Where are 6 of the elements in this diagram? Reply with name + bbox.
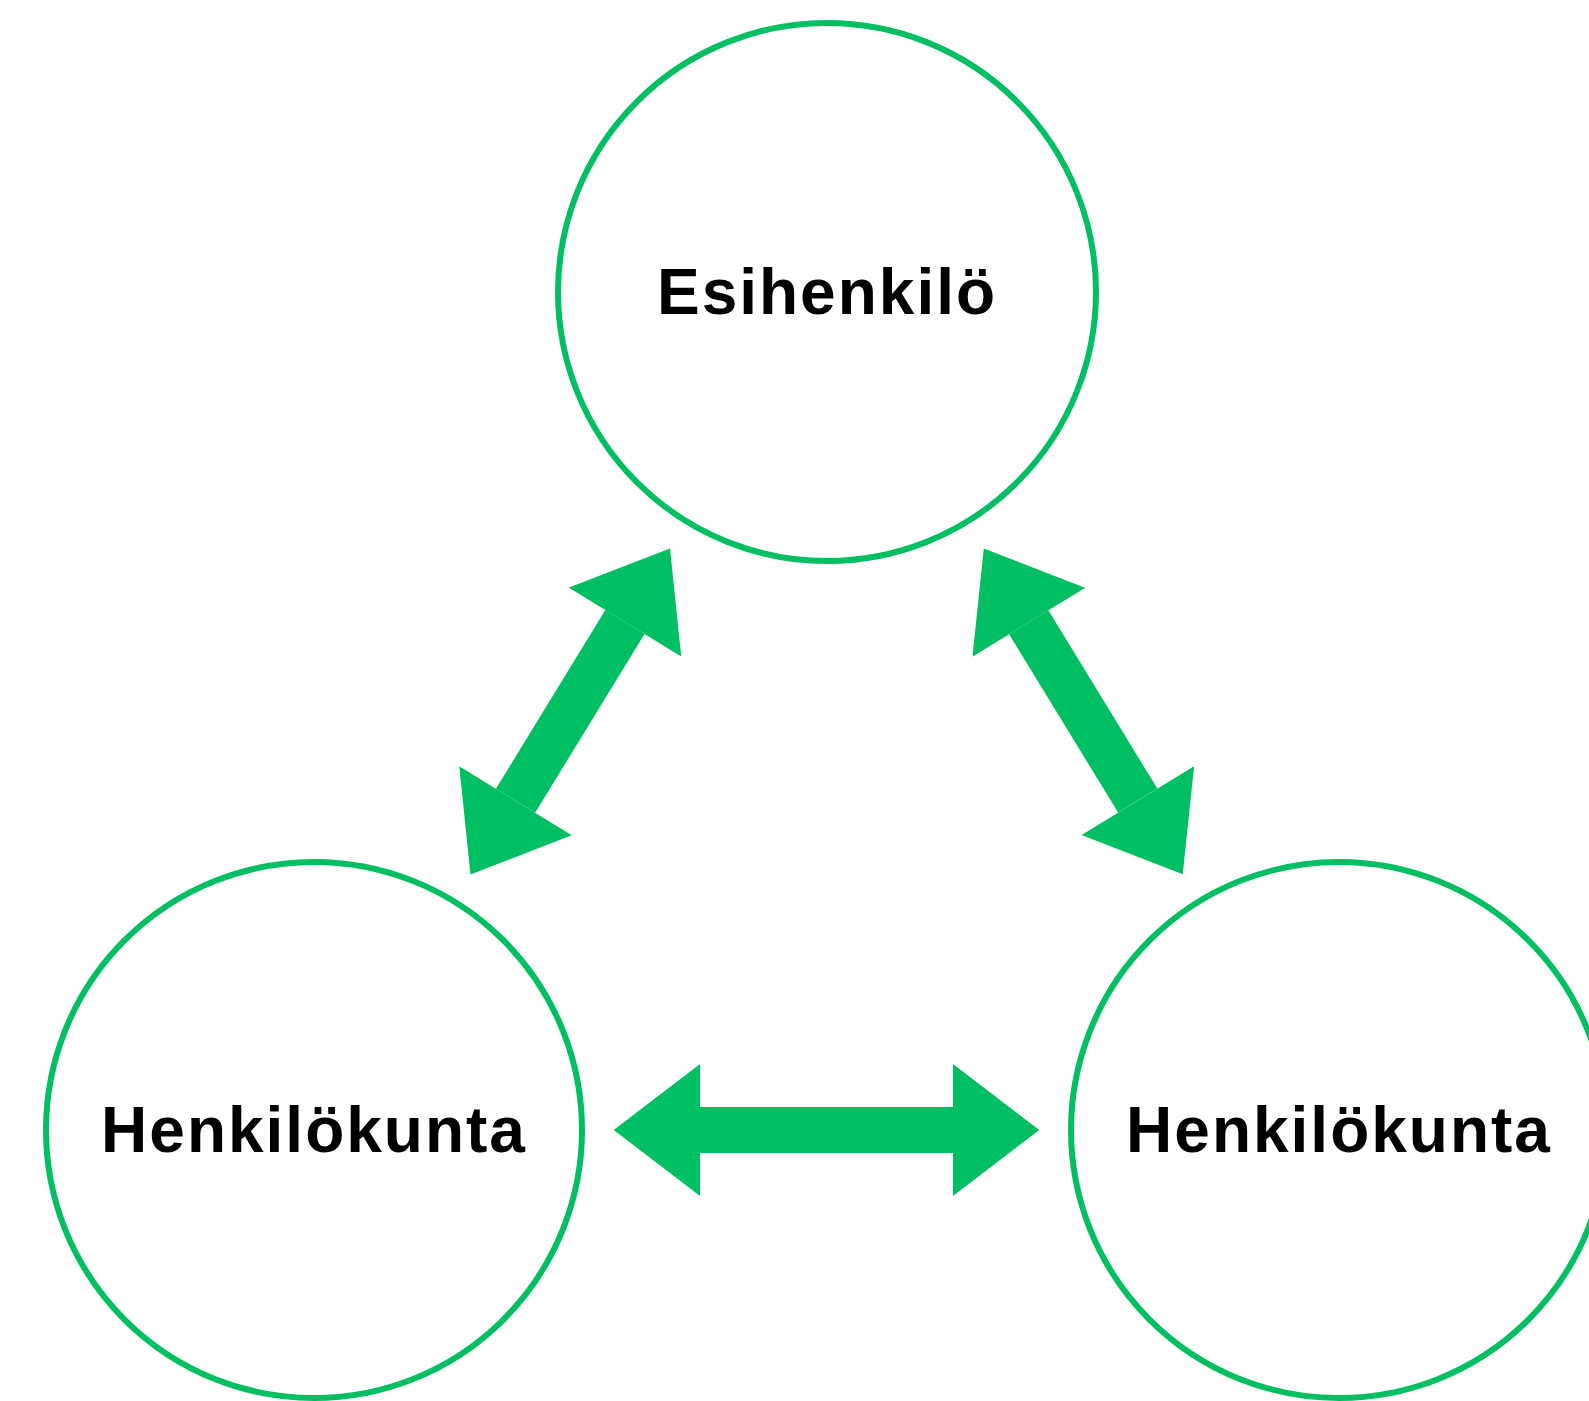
node-label: Esihenkilö (656, 255, 998, 329)
node-label: Henkilökunta (1126, 1093, 1552, 1167)
node-label: Henkilökunta (101, 1093, 527, 1167)
double-arrow (613, 1064, 1040, 1196)
double-arrow (459, 548, 682, 875)
double-arrow (972, 548, 1195, 875)
